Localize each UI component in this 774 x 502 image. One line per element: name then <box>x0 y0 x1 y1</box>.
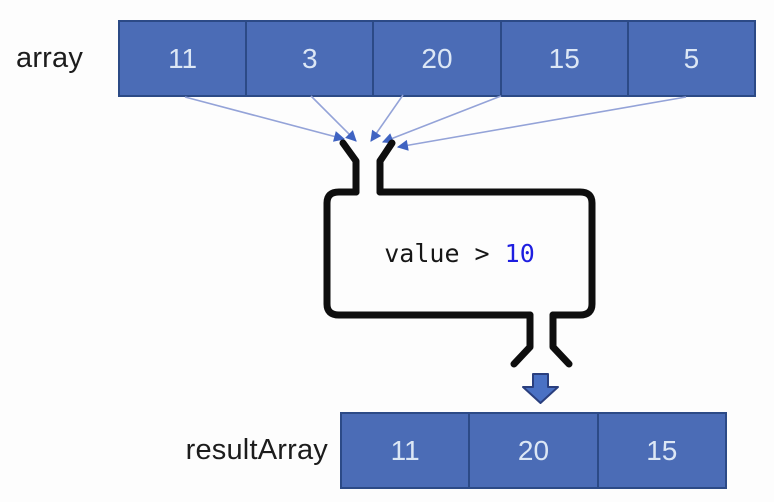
filter-condition: value > 10 <box>327 192 592 315</box>
filter-threshold-value: 10 <box>504 239 535 268</box>
filter-condition-expression: value > <box>384 239 505 268</box>
flow-arrow-5 <box>396 96 687 151</box>
array-cell: 11 <box>118 20 248 97</box>
funnel-inlet-left <box>339 139 360 196</box>
result-cell: 11 <box>340 412 471 489</box>
array-cell: 15 <box>499 20 629 97</box>
array-cell: 3 <box>245 20 375 97</box>
array-label: array <box>16 42 84 74</box>
result-array-label: resultArray <box>185 434 328 466</box>
funnel-outlet-left <box>510 311 534 368</box>
funnel-outlet-right <box>549 311 573 368</box>
flow-arrow-3 <box>370 94 404 142</box>
array-cell: 20 <box>372 20 502 97</box>
result-cell: 20 <box>468 412 599 489</box>
flow-arrow-4 <box>381 95 502 144</box>
down-arrow-icon <box>522 373 559 404</box>
funnel-inlet-right <box>376 139 396 196</box>
array-cell: 5 <box>626 20 757 97</box>
flow-arrow-1 <box>184 96 346 142</box>
result-cell: 15 <box>596 412 727 489</box>
flow-arrow-2 <box>310 95 357 142</box>
